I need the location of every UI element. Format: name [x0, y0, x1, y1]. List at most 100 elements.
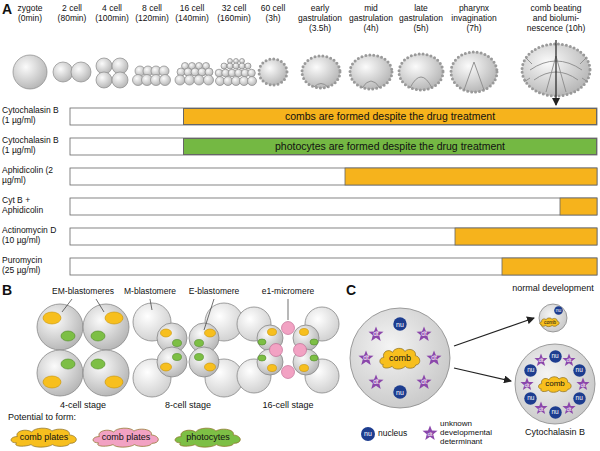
ellipse-part	[205, 329, 216, 337]
ellipse-part	[91, 359, 105, 369]
micromeres	[270, 322, 307, 379]
ellipse-part	[105, 312, 123, 324]
determinant-star: dt	[358, 350, 374, 366]
outcome-arrow	[454, 318, 534, 346]
drug-label: Aphidicolin (2 µg/ml)	[2, 166, 54, 186]
node-text: dt	[373, 330, 378, 338]
panel-letter: B	[2, 282, 16, 298]
ellipse-part	[259, 59, 287, 85]
determinant-star: dt	[562, 401, 576, 415]
cell-label: E-blastomere	[182, 287, 246, 297]
circle-part	[112, 72, 128, 88]
stage-label: late gastrulation (5h)	[396, 4, 446, 33]
nucleus-circle: nu	[549, 350, 562, 363]
legend-text: nucleus	[378, 429, 438, 439]
circle-part	[194, 75, 204, 85]
node-text: dt	[580, 381, 585, 388]
ellipse-part	[61, 359, 75, 369]
nucleus-circle: nu	[393, 317, 407, 331]
circle-part	[83, 304, 129, 350]
node-text: normal development	[508, 284, 598, 293]
ellipse-part	[173, 340, 182, 347]
node-text: nu	[396, 389, 404, 396]
legend-nucleus-symbol	[361, 427, 375, 441]
rect-part	[70, 198, 597, 215]
cell-label: e1-micromere	[256, 287, 320, 297]
determinant-star: dt	[520, 377, 534, 391]
circle-part	[248, 77, 257, 86]
stage-label: early gastrulation (3.5h)	[294, 4, 346, 33]
star-shape	[368, 326, 383, 340]
nucleus-shape	[393, 385, 406, 398]
nucleus-shape	[554, 306, 563, 315]
ellipse-part	[451, 52, 497, 92]
ellipse-part	[258, 355, 266, 361]
cloud-shape	[93, 428, 158, 447]
node-text: nu	[576, 367, 583, 374]
potential-cloud: comb	[537, 375, 573, 393]
photocyte-potential	[61, 331, 318, 369]
circle-part	[189, 347, 219, 377]
star-shape	[576, 377, 589, 390]
node-text: nu	[556, 308, 562, 313]
nucleus-circle: nu	[524, 392, 537, 405]
potential-cloud: comb plates	[90, 426, 162, 448]
ellipse-part	[268, 329, 277, 336]
ellipse-part	[302, 56, 340, 88]
drug-label: Cyt B + Aphidicolin	[2, 196, 68, 216]
embryo-stages	[13, 55, 257, 89]
determinant-star: dt	[576, 377, 590, 391]
ellipse-part	[161, 363, 172, 371]
circle-part	[53, 62, 73, 82]
ellipse-part	[43, 376, 61, 388]
circle-part	[13, 55, 47, 89]
rect-part	[560, 198, 597, 215]
ellipse-part	[302, 56, 340, 88]
circle-part	[221, 63, 227, 69]
path-part	[314, 84, 328, 88]
stage-label: 16 cell (140min)	[172, 4, 212, 24]
determinant-star: dt	[416, 326, 432, 342]
circle-part	[175, 75, 185, 85]
rect-part	[70, 108, 597, 125]
node-text: comb	[389, 354, 411, 363]
path-part	[464, 62, 484, 90]
circle-part	[37, 304, 83, 350]
circle-part	[37, 350, 83, 396]
cell-label: EM-blastomeres	[43, 287, 123, 297]
node-text: photocytes are formed despite the drug t…	[275, 141, 505, 152]
ellipse-part	[310, 355, 318, 361]
ellipse-part	[61, 331, 75, 341]
ellipse-part	[105, 376, 123, 388]
determinant-star: dt	[534, 353, 548, 367]
circle-part	[216, 77, 225, 86]
blastomere-cells	[37, 303, 339, 397]
circle-part	[185, 75, 195, 85]
node-text: dt	[538, 356, 543, 363]
ellipse-part	[258, 339, 266, 345]
circle-part	[232, 77, 241, 86]
node-text: nu	[527, 367, 534, 374]
path-part	[410, 77, 432, 88]
stage-label: 2 cell (80min)	[53, 4, 91, 24]
node-text: photocytes	[186, 433, 230, 442]
ellipse-part	[350, 55, 392, 89]
stage-label: 32 cell (160min)	[213, 4, 255, 24]
ellipse-part	[205, 363, 216, 371]
treatment-rows	[70, 108, 597, 275]
nucleus-circle: nu	[573, 364, 586, 377]
rect-part	[70, 258, 597, 275]
potential-heading: Potential to form:	[8, 412, 108, 422]
star-shape	[426, 350, 441, 364]
star-shape	[534, 353, 547, 366]
node-text: dt	[566, 356, 571, 363]
node-text: comb plates	[102, 433, 151, 442]
potential-cloud: comb plates	[8, 426, 80, 448]
node-text: comb	[544, 320, 556, 325]
nucleus-circle: nu	[573, 392, 586, 405]
nucleus-circle: nu	[554, 306, 563, 315]
drug-label: Cytochalasin B (1 µg/ml)	[2, 136, 68, 156]
node-text: dt	[524, 381, 529, 388]
star-shape	[368, 375, 383, 389]
